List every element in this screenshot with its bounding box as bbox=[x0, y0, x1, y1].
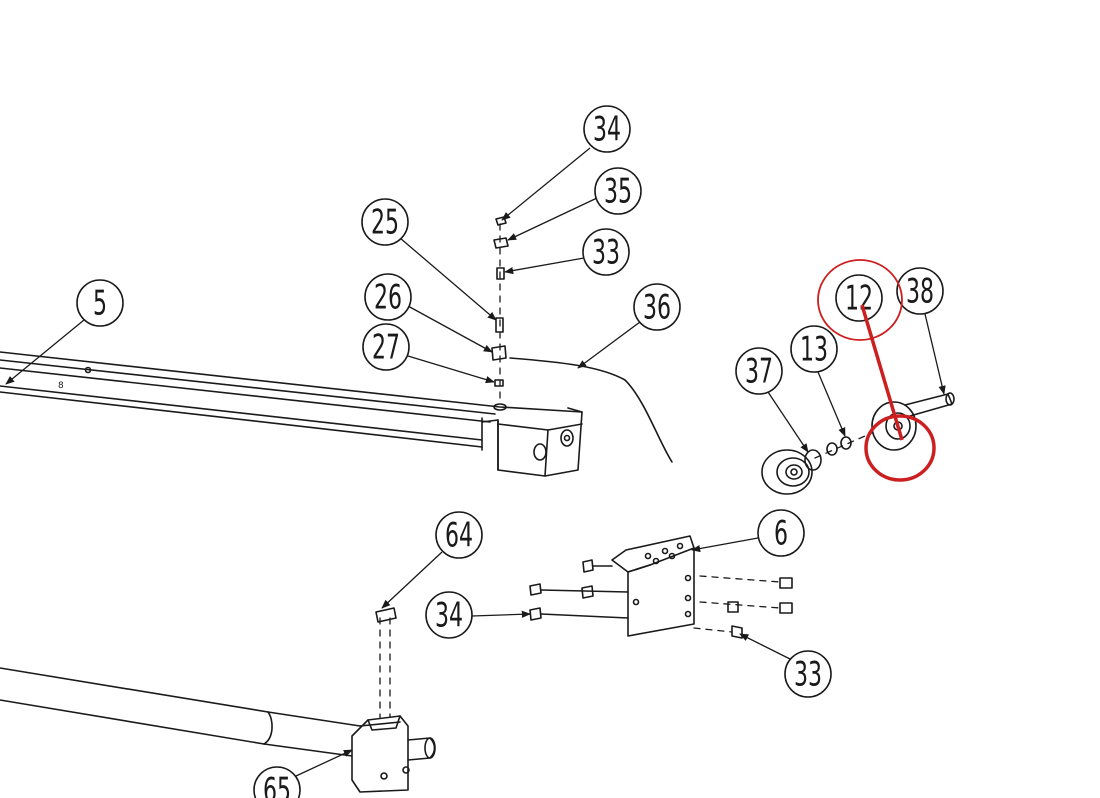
callout-6: 6 bbox=[691, 509, 805, 557]
callout-38: 38 bbox=[896, 267, 946, 395]
callout-65: 65 bbox=[253, 749, 353, 798]
red-annotation bbox=[817, 259, 936, 482]
callout-12: 12 bbox=[835, 274, 883, 322]
callout-33-bottom: 33 bbox=[739, 633, 832, 698]
lower-tube-clamp bbox=[0, 607, 436, 793]
callout-label: 33 bbox=[592, 232, 620, 271]
callout-label: 12 bbox=[845, 278, 873, 317]
callout-label: 26 bbox=[374, 277, 402, 316]
callout-label: 38 bbox=[906, 271, 934, 310]
callout-label: 36 bbox=[643, 287, 671, 326]
callout-5: 5 bbox=[5, 279, 124, 385]
callout-label: 13 bbox=[800, 329, 828, 368]
callout-25: 25 bbox=[361, 198, 497, 321]
callout-64: 64 bbox=[381, 511, 483, 609]
callout-label: 65 bbox=[263, 770, 291, 798]
callout-13: 13 bbox=[790, 325, 846, 437]
vertical-fastener-stack bbox=[491, 216, 509, 405]
mounting-bracket bbox=[529, 535, 793, 639]
beam-mark-label: 8 bbox=[58, 381, 64, 391]
callout-34-top: 34 bbox=[501, 105, 631, 221]
red-circle-wheel bbox=[864, 414, 936, 482]
callout-label: 27 bbox=[372, 327, 400, 366]
wheel-assembly bbox=[761, 392, 955, 495]
callout-label: 35 bbox=[604, 171, 632, 210]
main-beam: 8 bbox=[0, 351, 583, 477]
callout-35: 35 bbox=[507, 167, 642, 241]
callout-label: 33 bbox=[794, 654, 822, 693]
cable bbox=[509, 357, 673, 463]
callout-label: 34 bbox=[435, 595, 463, 634]
callout-label: 5 bbox=[93, 283, 107, 322]
red-circle-callout-12 bbox=[817, 259, 903, 341]
callout-label: 37 bbox=[745, 351, 773, 390]
callout-label: 34 bbox=[593, 109, 621, 148]
callout-label: 64 bbox=[445, 515, 473, 554]
callout-27: 27 bbox=[362, 323, 495, 384]
callout-label: 6 bbox=[774, 513, 788, 552]
callout-26: 26 bbox=[364, 273, 493, 353]
callout-label: 25 bbox=[371, 202, 399, 241]
callout-34-bottom: 34 bbox=[425, 591, 531, 639]
callout-36: 36 bbox=[577, 283, 681, 369]
callout-37: 37 bbox=[735, 347, 809, 453]
callout-33-top: 33 bbox=[504, 228, 630, 276]
